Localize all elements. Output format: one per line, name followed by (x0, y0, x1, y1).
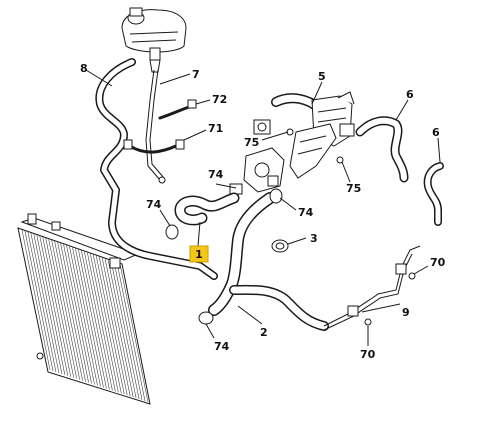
callout-74-bottom: 74 (214, 340, 230, 353)
radiator-fin (36, 235, 66, 375)
callout-9: 9 (402, 306, 410, 319)
clamp-74-left (165, 224, 179, 240)
radiator-fin (42, 237, 72, 377)
radiator-fin (75, 248, 104, 388)
radiator-fin (21, 229, 51, 371)
radiator-fin (107, 259, 137, 399)
callout-4: 5 (318, 70, 326, 83)
radiator-fin (39, 236, 69, 376)
radiator-fin (33, 234, 63, 374)
callout-71: 71 (208, 122, 223, 135)
callout-72: 72 (212, 93, 227, 106)
screw-70-upper (408, 272, 416, 280)
outlet-housing-4 (253, 91, 355, 179)
radiator-fin (84, 251, 113, 391)
callout-75-right: 75 (346, 182, 361, 195)
highlight-part-1-label: 1 (195, 248, 203, 261)
radiator (17, 213, 151, 405)
radiator-fin (92, 254, 122, 394)
callout-75-left: 75 (244, 136, 259, 149)
radiator-fin (54, 241, 83, 381)
callout-70-upper: 70 (430, 256, 446, 269)
radiator-fin (51, 240, 80, 380)
callout-2: 2 (260, 326, 268, 339)
hose-1 (174, 192, 240, 226)
callout-74-top: 74 (208, 168, 224, 181)
highlight-part-1-box (189, 245, 209, 263)
hose-8 (95, 58, 218, 280)
callout-5: 6 (406, 88, 414, 101)
callout-74-right: 74 (298, 206, 314, 219)
radiator-fin (104, 258, 134, 398)
clamp-3 (271, 239, 289, 253)
callout-7: 7 (192, 68, 200, 81)
radiator-fin (95, 255, 125, 395)
radiator-fin (87, 252, 116, 392)
radiator-fin (81, 250, 110, 390)
expansion-tank (121, 7, 187, 73)
screw-75-right (336, 156, 344, 164)
pipe-7 (145, 69, 166, 184)
callout-3: 3 (310, 232, 318, 245)
radiator-fin (66, 245, 95, 385)
radiator-fin (63, 244, 92, 384)
hose-71 (123, 139, 185, 154)
pipe-9 (323, 245, 421, 331)
radiator-fin (72, 247, 101, 387)
radiator-fin (24, 230, 54, 372)
hose-72 (158, 99, 197, 120)
radiator-fin (27, 232, 57, 372)
radiator-fin (30, 233, 60, 373)
screw-70-lower (364, 318, 372, 326)
hose-2 (208, 192, 329, 331)
hose-6 (423, 162, 444, 226)
radiator-fin (69, 246, 98, 386)
hose-5 (355, 116, 409, 183)
thermostat-housing (229, 147, 285, 195)
callout-74-left: 74 (146, 198, 162, 211)
callout-6: 6 (432, 126, 440, 139)
radiator-fin (116, 262, 146, 402)
leader-lines (85, 69, 441, 346)
radiator-fin (78, 249, 107, 389)
radiator-fin (101, 257, 131, 397)
radiator-fin (113, 261, 143, 401)
radiator-fin (90, 253, 119, 393)
callout-70-lower: 70 (360, 348, 376, 361)
radiator-fin (119, 263, 149, 403)
radiator-fin (45, 238, 75, 378)
radiator-fin (57, 242, 86, 382)
radiator-fin (48, 239, 78, 379)
radiator-fin (98, 256, 128, 396)
callout-8: 8 (80, 62, 88, 75)
radiator-fin (60, 243, 89, 383)
clamp-74-right (269, 188, 283, 204)
radiator-fin (110, 260, 140, 400)
clamp-74-bottom (198, 311, 214, 325)
